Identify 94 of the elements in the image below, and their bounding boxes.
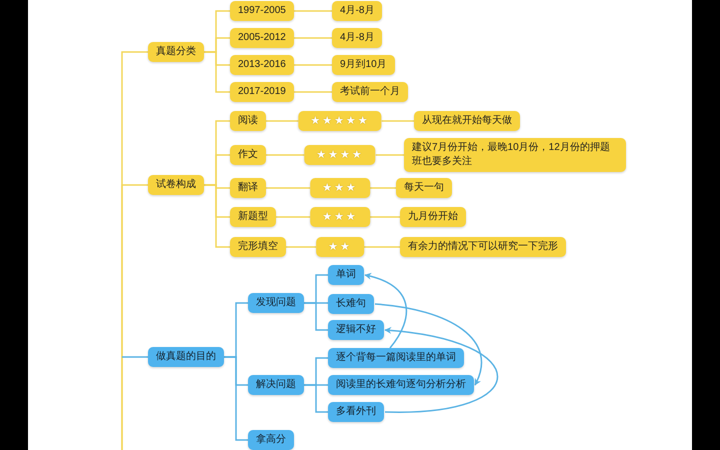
rating-node bbox=[310, 178, 370, 198]
topic-node bbox=[328, 320, 384, 340]
topic-text: 从现在就开始每天做 bbox=[422, 114, 512, 128]
topic-text: 新题型 bbox=[238, 210, 268, 224]
topic-text: 2013-2016 bbox=[238, 58, 286, 72]
topic-node bbox=[148, 42, 204, 62]
rating-node bbox=[298, 111, 382, 131]
topic-text: 做真题的目的 bbox=[156, 350, 216, 364]
topic-node bbox=[248, 375, 304, 395]
topic-text: 阅读里的长难句逐句分析分析 bbox=[336, 378, 466, 392]
topic-node bbox=[332, 28, 382, 48]
topic-node bbox=[328, 375, 474, 395]
topic-text: 拿高分 bbox=[256, 433, 286, 447]
topic-node bbox=[332, 55, 395, 75]
connector-line bbox=[294, 91, 332, 93]
topic-text: 长难句 bbox=[336, 297, 366, 311]
topic-node bbox=[148, 347, 224, 367]
connector-line bbox=[266, 120, 298, 122]
connector-line bbox=[286, 246, 316, 248]
connector-line bbox=[304, 384, 328, 413]
connector-line bbox=[382, 120, 414, 122]
connector-line bbox=[266, 154, 304, 156]
topic-text: 4月-8月 bbox=[340, 31, 374, 45]
topic-text: 试卷构成 bbox=[156, 178, 196, 192]
topic-text: 发现问题 bbox=[256, 296, 296, 310]
connector-line bbox=[224, 356, 248, 441]
topic-node bbox=[230, 28, 294, 48]
topic-node bbox=[230, 207, 276, 227]
topic-text: 单词 bbox=[336, 268, 356, 282]
rating-node bbox=[304, 145, 376, 165]
connector-line bbox=[294, 37, 332, 39]
topic-node bbox=[230, 145, 266, 165]
topic-text: 解决问题 bbox=[256, 378, 296, 392]
topic-text: 9月到10月 bbox=[340, 58, 387, 72]
connector-line bbox=[121, 184, 148, 450]
connector-line bbox=[376, 154, 404, 156]
topic-node bbox=[400, 237, 566, 257]
topic-node bbox=[148, 175, 204, 195]
connector-line bbox=[370, 187, 396, 189]
topic-text: 翻译 bbox=[238, 181, 258, 195]
curved-arrow bbox=[374, 303, 482, 386]
topic-text: 建议7月份开始，最晚10月份，12月份的押题班也要多关注 bbox=[412, 141, 611, 169]
topic-node bbox=[230, 178, 266, 198]
topic-text: 考试前一个月 bbox=[340, 85, 400, 99]
topic-text: 完形填空 bbox=[238, 240, 278, 254]
connector-line bbox=[364, 246, 400, 248]
topic-text: 2005-2012 bbox=[238, 31, 286, 45]
topic-node bbox=[328, 265, 364, 285]
topic-text: 有余力的情况下可以研究一下完形 bbox=[408, 240, 558, 254]
connector-line bbox=[294, 64, 332, 66]
connector-line bbox=[276, 216, 310, 218]
connector-line bbox=[294, 10, 332, 12]
topic-node bbox=[332, 82, 408, 102]
rating-node bbox=[310, 207, 370, 227]
topic-text: 真题分类 bbox=[156, 45, 196, 59]
curved-arrow bbox=[384, 327, 498, 413]
topic-node bbox=[404, 138, 626, 172]
topic-text: 多看外刊 bbox=[336, 405, 376, 419]
topic-text: 逻辑不好 bbox=[336, 323, 376, 337]
connector-line bbox=[266, 187, 310, 189]
topic-text: 每天一句 bbox=[404, 181, 444, 195]
topic-node bbox=[230, 237, 286, 257]
star-rating: ★★ bbox=[328, 240, 352, 254]
topic-text: 4月-8月 bbox=[340, 4, 374, 18]
topic-node bbox=[328, 402, 384, 422]
topic-node bbox=[248, 430, 294, 450]
topic-node bbox=[400, 207, 466, 227]
topic-node bbox=[414, 111, 520, 131]
topic-node bbox=[230, 1, 294, 21]
topic-text: 阅读 bbox=[238, 114, 258, 128]
topic-node bbox=[230, 111, 266, 131]
topic-node bbox=[396, 178, 452, 198]
connector-line bbox=[370, 216, 400, 218]
connector-line bbox=[121, 356, 148, 358]
topic-text: 2017-2019 bbox=[238, 85, 286, 99]
topic-text: 作文 bbox=[238, 148, 258, 162]
connector-line bbox=[304, 302, 328, 331]
topic-text: 逐个背每一篇阅读里的单词 bbox=[336, 351, 456, 365]
star-rating: ★★★ bbox=[322, 181, 358, 195]
topic-node bbox=[230, 55, 294, 75]
topic-node bbox=[332, 1, 382, 21]
topic-node bbox=[230, 82, 294, 102]
rating-node bbox=[316, 237, 364, 257]
star-rating: ★★★★★ bbox=[310, 114, 370, 128]
connector-line bbox=[204, 51, 230, 93]
topic-text: 1997-2005 bbox=[238, 4, 286, 18]
topic-node bbox=[248, 293, 304, 313]
topic-node bbox=[328, 294, 374, 314]
topic-text: 九月份开始 bbox=[408, 210, 458, 224]
curved-arrow bbox=[364, 273, 408, 348]
topic-node bbox=[328, 348, 464, 368]
star-rating: ★★★★ bbox=[316, 148, 364, 162]
connector-line bbox=[204, 184, 230, 248]
star-rating: ★★★ bbox=[322, 210, 358, 224]
